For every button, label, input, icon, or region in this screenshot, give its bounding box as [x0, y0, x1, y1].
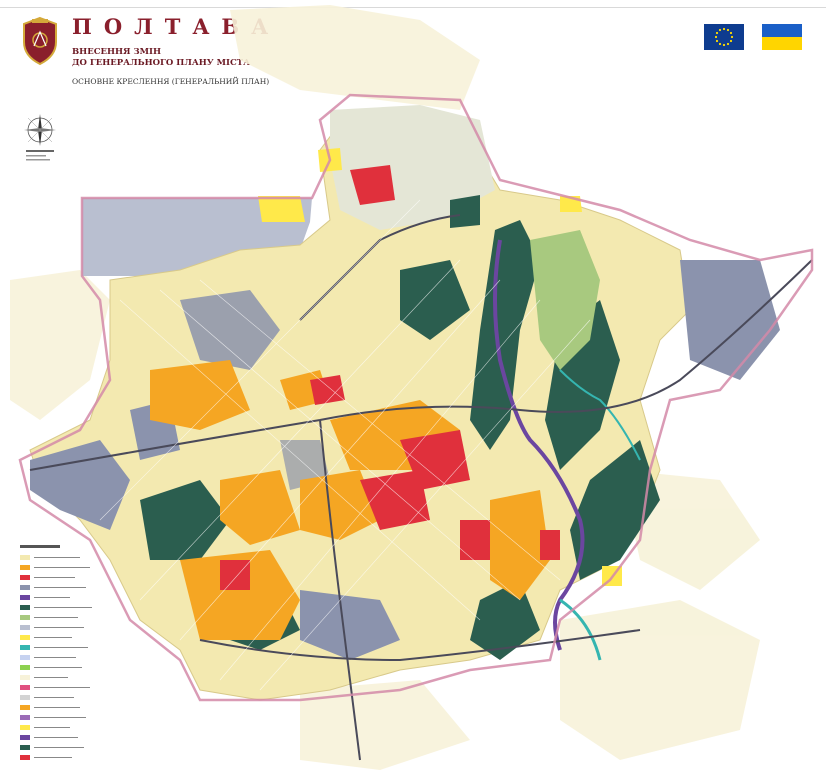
compass-rose-icon [24, 114, 56, 161]
south-river [559, 598, 602, 661]
industrial-zones [30, 260, 780, 660]
suburban-areas [10, 5, 760, 770]
subtitle-line2: ДО ГЕНЕРАЛЬНОГО ПЛАНУ МІСТА [72, 58, 251, 68]
public-center [220, 165, 560, 590]
header-divider [0, 7, 826, 8]
map-legend [20, 545, 92, 760]
subtitle-line1: ВНЕСЕННЯ ЗМІН [72, 47, 162, 57]
eu-flag-icon [704, 24, 744, 50]
map-caption: ОСНОВНЕ КРЕСЛЕННЯ (ГЕНЕРАЛЬНИЙ ПЛАН) [72, 77, 270, 86]
street-grid [99, 199, 591, 691]
coat-of-arms-icon [23, 16, 57, 66]
river-accent [559, 369, 641, 461]
central-park [530, 230, 600, 370]
ukraine-flag-icon [762, 24, 802, 50]
city-boundary [18, 93, 814, 702]
